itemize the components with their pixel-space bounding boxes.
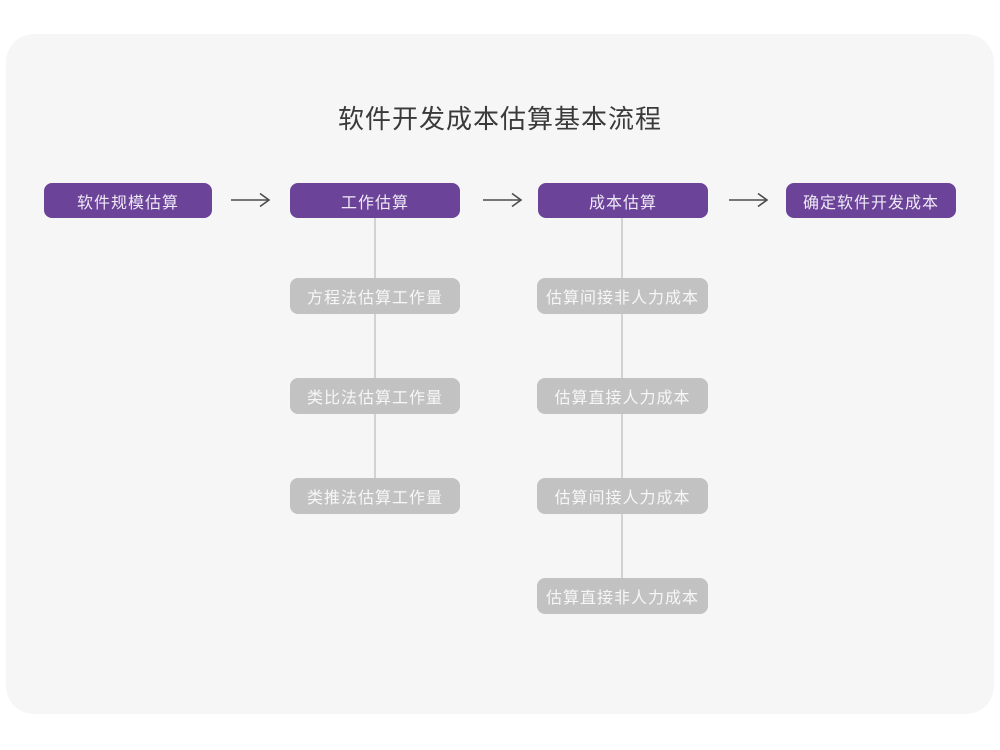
sub-node-label: 估算直接非人力成本 [545,590,699,607]
flow-node-determine-development-cost: 确定软件开发成本 [786,183,956,218]
flow-node-label: 工作估算 [340,194,409,212]
flow-node-cost-estimation: 成本估算 [538,183,708,218]
sub-node-label: 类推法估算工作量 [306,490,443,507]
flow-node-software-scale-estimation: 软件规模估算 [44,183,212,218]
sub-node-indirect-labor-cost: 估算间接人力成本 [537,478,708,514]
arrow-right-icon [482,192,526,208]
sub-node-direct-labor-cost: 估算直接人力成本 [537,378,708,414]
flow-node-work-estimation: 工作估算 [290,183,460,218]
sub-node-label: 类比法估算工作量 [306,390,443,407]
sub-node-label: 估算直接人力成本 [554,390,691,407]
flow-node-label: 软件规模估算 [76,194,179,212]
sub-node-analogy-method: 类比法估算工作量 [290,378,460,414]
arrow-right-icon [230,192,274,208]
sub-node-direct-nonlabor-cost: 估算直接非人力成本 [537,578,708,614]
diagram-card [6,34,994,714]
flow-node-label: 确定软件开发成本 [802,194,939,212]
flow-node-label: 成本估算 [588,194,657,212]
sub-node-extrapolation-method: 类推法估算工作量 [290,478,460,514]
sub-node-equation-method: 方程法估算工作量 [290,278,460,314]
sub-node-label: 估算间接人力成本 [554,490,691,507]
sub-node-indirect-nonlabor-cost: 估算间接非人力成本 [537,278,708,314]
page-title: 软件开发成本估算基本流程 [337,104,662,134]
sub-node-label: 估算间接非人力成本 [545,290,699,307]
connector-line-work-estimation [374,218,376,480]
sub-node-label: 方程法估算工作量 [306,290,443,307]
arrow-right-icon [728,192,772,208]
